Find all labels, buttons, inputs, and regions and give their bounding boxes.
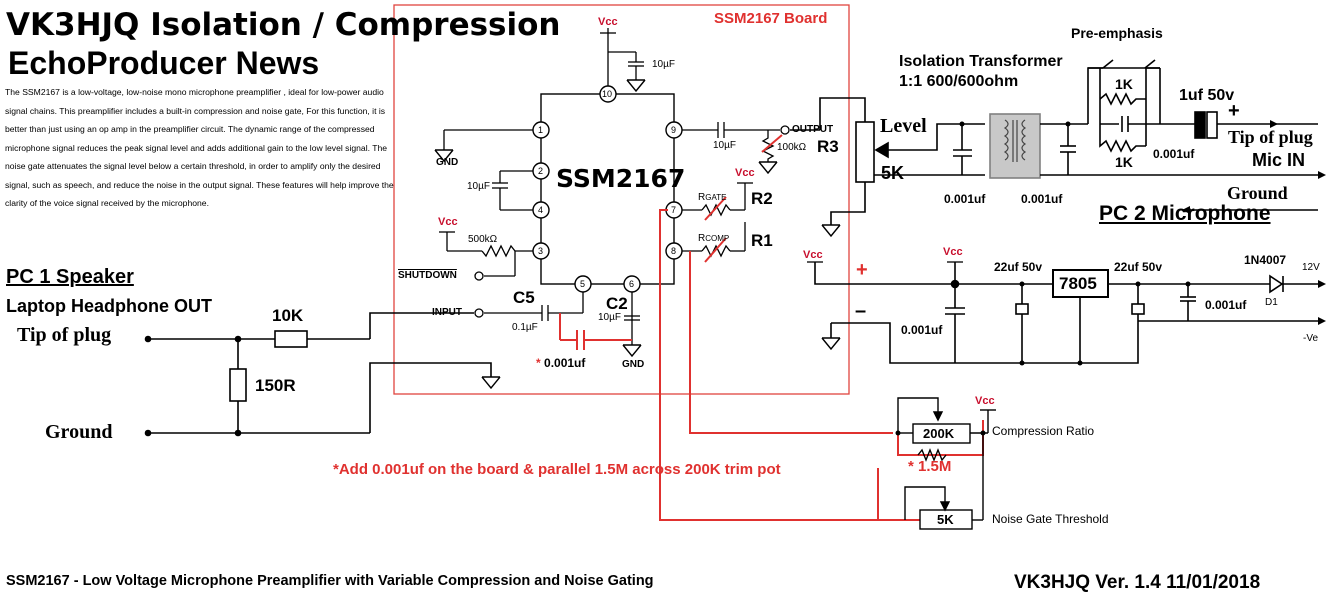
external-pots <box>897 397 996 530</box>
power-cap-22-left: 22uf 50v <box>994 260 1043 274</box>
board-gnd-bottom: GND <box>622 359 645 370</box>
pc2-r1k-bottom: 1K <box>1115 154 1133 170</box>
pin-1: 1 <box>538 125 544 135</box>
ssm2167-board-outline <box>393 4 850 395</box>
pc2-pre-emphasis: Pre-emphasis <box>1071 25 1163 41</box>
board-c5: C5 <box>513 288 535 307</box>
chip-label: SSM2167 <box>556 164 686 193</box>
board-added-cap: * 0.001uf <box>536 356 586 370</box>
board-cap-out: 10µF <box>713 140 736 151</box>
power-v12: 12V <box>1302 262 1320 273</box>
board-vcc-gate: Vcc <box>735 167 755 179</box>
board-r-gate: RGATE <box>698 192 727 203</box>
board-r100k: 100kΩ <box>777 142 807 153</box>
board-shutdown: SHUTDOWN <box>398 270 457 281</box>
board-gnd-left: GND <box>436 157 459 168</box>
power-diode: 1N4007 <box>1244 253 1287 267</box>
power-regulator: 7805 <box>1059 274 1097 293</box>
board-vcc-top: Vcc <box>598 16 618 28</box>
pc1-ground: Ground <box>45 421 113 443</box>
pc2-r1k-top: 1K <box>1115 76 1133 92</box>
pc1-title: PC 1 Speaker <box>6 266 134 288</box>
footer-right: VK3HJQ Ver. 1.4 11/01/2018 <box>1014 572 1261 593</box>
power-vcc-mid: Vcc <box>943 246 963 258</box>
pin-8: 8 <box>671 246 677 256</box>
controls-r15m: * 1.5M <box>908 458 952 475</box>
board-vcc-left: Vcc <box>438 216 458 228</box>
board-r500k: 500kΩ <box>468 234 498 245</box>
chip-pins <box>532 85 683 293</box>
controls-noise-gate: Noise Gate Threshold <box>992 512 1109 526</box>
pc1-r10k: 10K <box>272 306 304 325</box>
vcc-arrows <box>439 28 963 263</box>
board-r2: R2 <box>751 189 773 208</box>
wire-arrows <box>1182 120 1326 325</box>
power-d1: D1 <box>1265 297 1278 308</box>
pc1-subtitle: Laptop Headphone OUT <box>6 296 212 316</box>
title-line-1: VK3HJQ Isolation / Compression <box>6 7 561 43</box>
note-text: *Add 0.001uf on the board & parallel 1.5… <box>333 461 781 478</box>
power-supply-circuit <box>814 262 1318 364</box>
board-c5-val: 0.1µF <box>512 322 538 333</box>
board-c2-val: 10µF <box>598 312 621 323</box>
power-vcc-left: Vcc <box>803 249 823 261</box>
board-label: SSM2167 Board <box>714 10 828 27</box>
footer-left: SSM2167 - Low Voltage Microphone Preampl… <box>6 573 654 589</box>
pc1-input-circuit <box>144 312 501 437</box>
pc2-cap-left: 0.001uf <box>944 192 986 206</box>
power-plus: + <box>856 259 868 281</box>
pin-10: 10 <box>602 89 613 99</box>
board-cap-top: 10µF <box>652 59 675 70</box>
board-output: OUTPUT <box>792 124 834 135</box>
pc2-iso-title: Isolation Transformer <box>899 53 1063 70</box>
power-minus: – <box>855 300 867 322</box>
pc2-level: Level <box>880 115 927 137</box>
junction-dots <box>895 121 1191 436</box>
pc2-cap-right: 0.001uf <box>1021 192 1063 206</box>
pc2-title: PC 2 Microphone <box>1099 202 1271 225</box>
pc2-cap-1uf: 1uf 50v <box>1179 87 1235 104</box>
controls-compression-ratio: Compression Ratio <box>992 424 1095 438</box>
pin-6: 6 <box>629 279 635 289</box>
board-cap-10uf: 10µF <box>467 181 490 192</box>
controls-pot-5k: 5K <box>937 512 954 527</box>
pin-9: 9 <box>671 125 677 135</box>
pc2-output-circuit <box>790 59 1318 237</box>
board-r-comp: RCOMP <box>698 233 730 244</box>
power-neg: -Ve <box>1303 333 1319 344</box>
pc2-plus: + <box>1228 100 1240 122</box>
title-line-2: EchoProducer News <box>8 45 320 81</box>
board-wiring <box>434 33 790 357</box>
board-c2: C2 <box>606 294 628 313</box>
board-input: INPUT <box>432 307 462 318</box>
pc1-r150: 150R <box>255 376 296 395</box>
pc2-pot-5k: 5K <box>881 163 905 183</box>
controls-pot-200k: 200K <box>923 426 955 441</box>
pc2-cap-pre: 0.001uf <box>1153 147 1195 161</box>
pin-3: 3 <box>538 246 544 256</box>
pin-7: 7 <box>671 205 677 215</box>
pc2-mic-in: Mic IN <box>1252 150 1306 170</box>
power-cap-bottom: 0.001uf <box>901 323 943 337</box>
board-r1: R1 <box>751 231 773 250</box>
power-cap-far: 0.001uf <box>1205 298 1247 312</box>
pin-2: 2 <box>538 166 544 176</box>
pin-5: 5 <box>580 279 586 289</box>
power-cap-22-right: 22uf 50v <box>1114 260 1163 274</box>
description-text: The SSM2167 is a low-voltage, low-noise … <box>5 87 394 208</box>
pc2-tip: Tip of plug <box>1228 127 1313 147</box>
controls-vcc: Vcc <box>975 395 995 407</box>
pin-4: 4 <box>538 205 544 215</box>
pc1-tip: Tip of plug <box>17 324 112 346</box>
board-r3: R3 <box>817 137 839 156</box>
pc2-iso-spec: 1:1 600/600ohm <box>899 73 1019 90</box>
pc2-ground: Ground <box>1227 183 1288 203</box>
